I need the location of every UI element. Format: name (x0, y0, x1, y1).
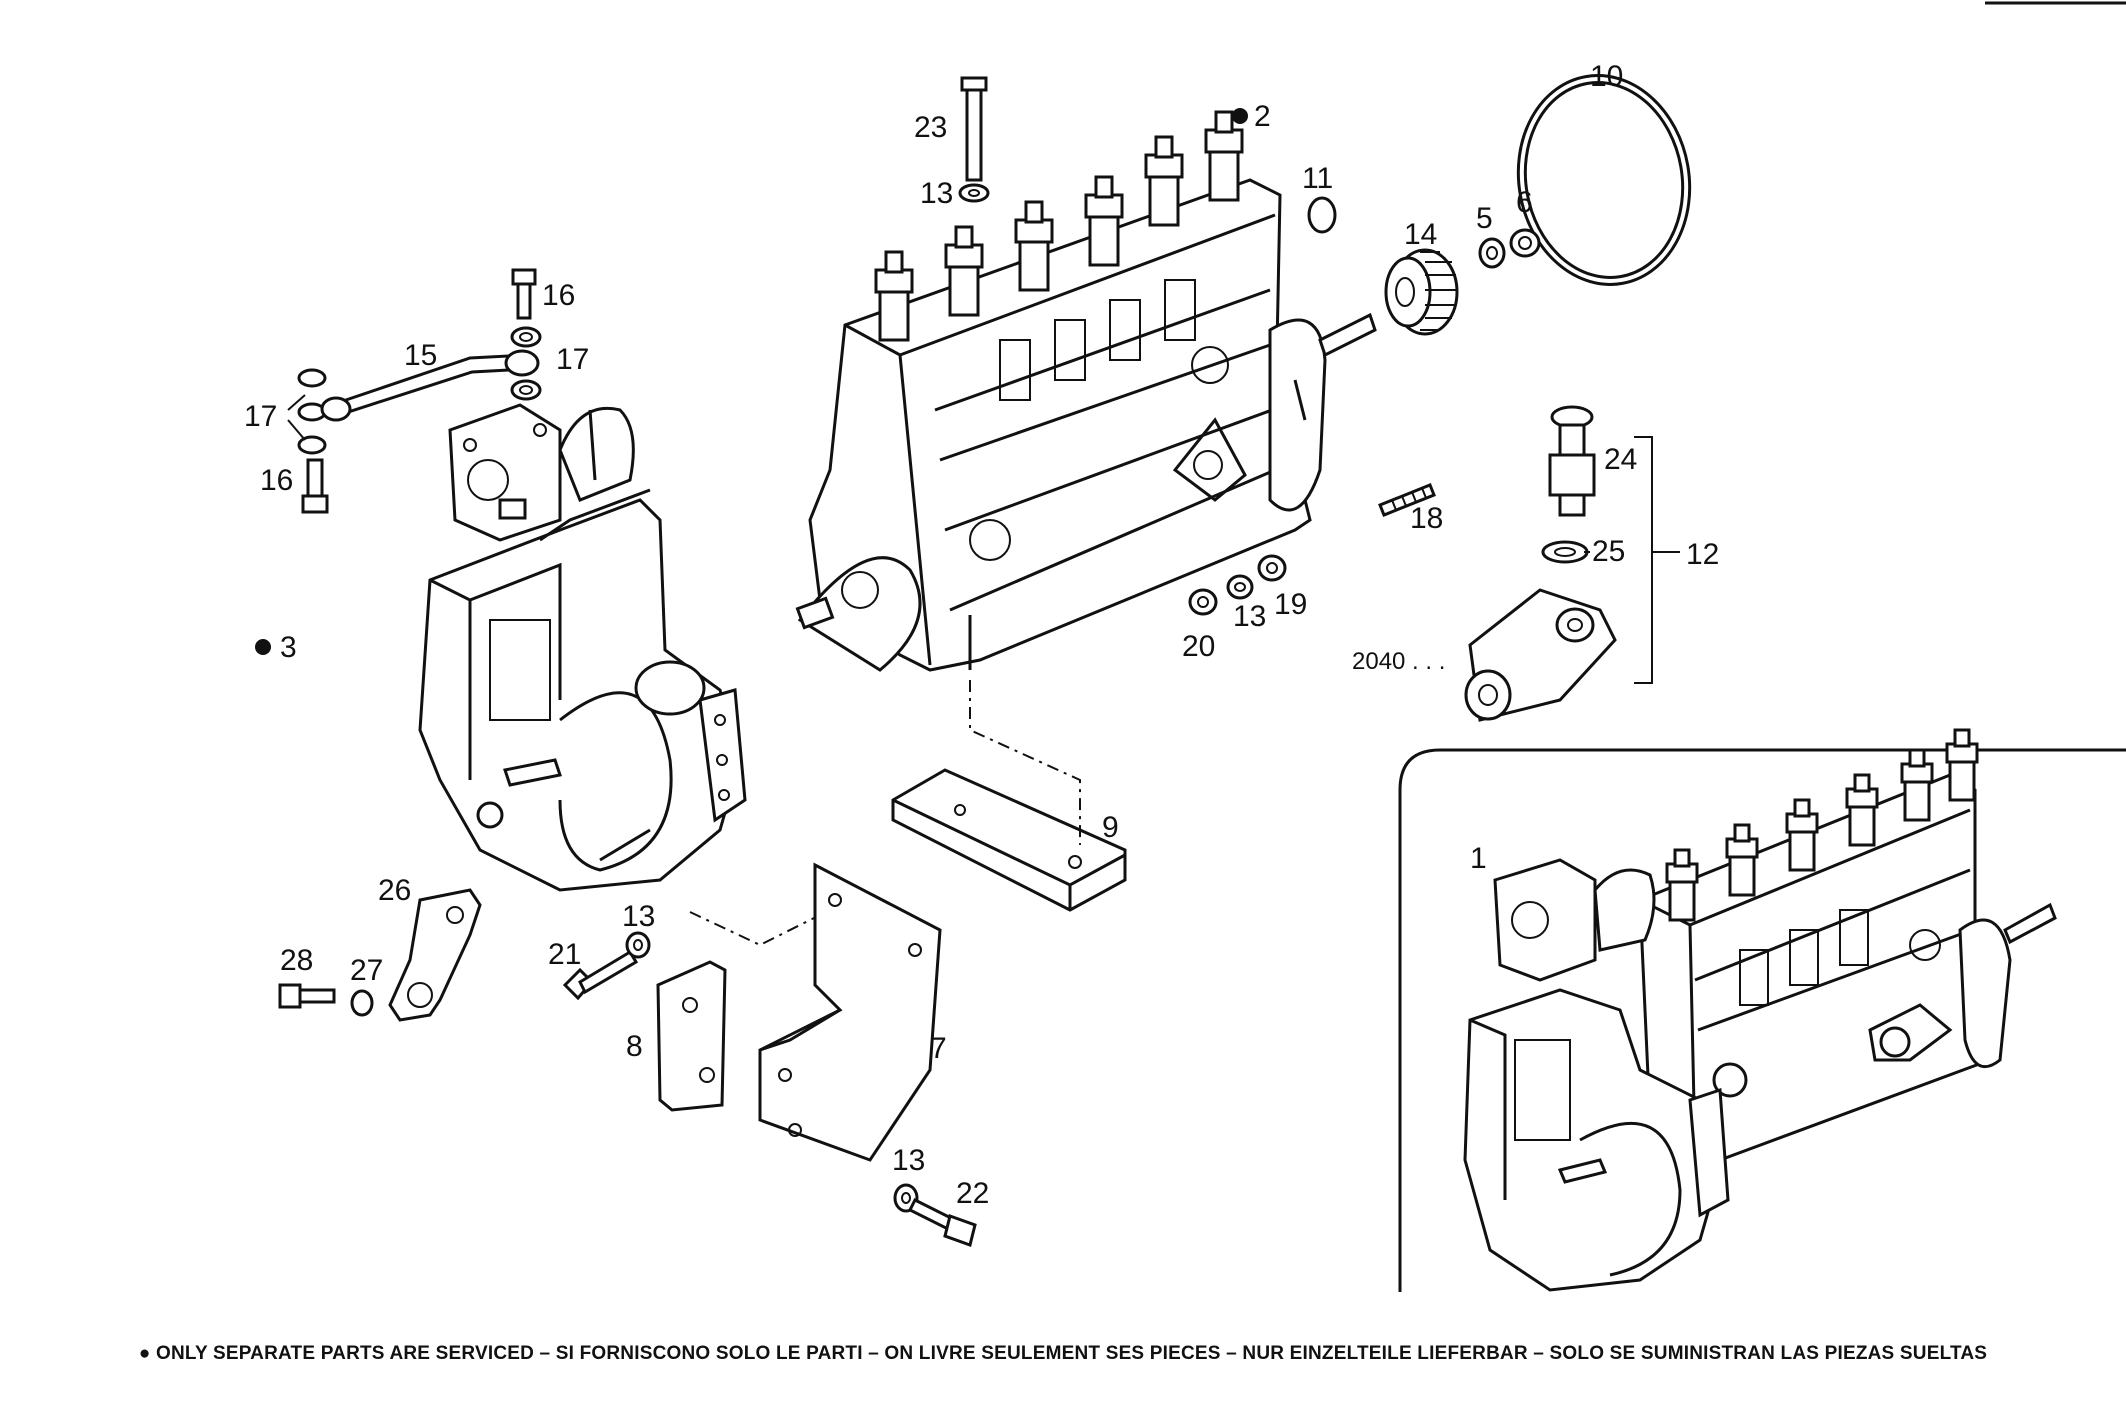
governor-housing (418, 403, 747, 892)
stud-18 (1378, 483, 1436, 517)
callout-13-left: 13 (622, 900, 655, 933)
bolt-23 (958, 76, 990, 203)
callout-11: 11 (1302, 162, 1333, 195)
callout-8: 8 (626, 1030, 643, 1063)
callout-13-top: 13 (920, 177, 953, 210)
callout-19: 19 (1274, 588, 1307, 621)
callout-1: 1 (1470, 842, 1487, 875)
drive-gear-14 (1384, 248, 1459, 336)
bolt-22 (893, 1183, 977, 1247)
callout-20: 20 (1182, 630, 1215, 663)
washer-27 (350, 989, 374, 1017)
callout-3: 3 (280, 631, 297, 664)
delivery-valve-holders (874, 110, 1244, 342)
serviced-marker-2 (1232, 108, 1248, 124)
callout-13-bottom: 13 (892, 1144, 925, 1177)
callout-25: 25 (1592, 535, 1625, 568)
callout-15: 15 (404, 339, 437, 372)
bolt-16-lower (301, 458, 329, 514)
seal-ring-11 (1307, 196, 1337, 234)
washer-25 (1541, 540, 1589, 564)
callout-leaders (287, 394, 1680, 553)
washer-17-left-a (297, 368, 327, 388)
callout-9: 9 (1102, 811, 1119, 844)
nut-20 (1188, 588, 1218, 616)
callout-22: 22 (956, 1177, 989, 1210)
callout-6: 6 (1516, 186, 1533, 219)
o-ring-10 (1516, 74, 1692, 286)
lever-26 (388, 888, 482, 1022)
washer-13-pump (1226, 574, 1254, 600)
callout-10: 10 (1590, 60, 1623, 93)
callout-2040: 2040 . . . (1352, 648, 1445, 675)
overflow-valve-24 (1548, 405, 1596, 517)
washer-17-upper (510, 326, 542, 348)
callout-7: 7 (930, 1032, 947, 1065)
support-bracket-9 (891, 768, 1127, 912)
serviced-marker-3 (255, 639, 271, 655)
washer-19 (1257, 554, 1287, 582)
callout-24: 24 (1604, 443, 1637, 476)
callout-16-top: 16 (542, 279, 575, 312)
callout-labels: 2 3 1 5 6 7 8 9 10 11 12 13 13 13 13 14 … (244, 60, 1719, 1210)
bolt-21 (562, 931, 651, 1001)
washer-17-lower (510, 379, 542, 401)
injection-pump-body (795, 178, 1377, 672)
banjo-union-2040 (1464, 588, 1617, 722)
callout-21: 21 (548, 938, 581, 971)
callout-17-right: 17 (556, 343, 589, 376)
callout-17-left: 17 (244, 400, 277, 433)
leader-bracket-9 (969, 680, 1081, 845)
assembled-pump-view (1463, 728, 2057, 1292)
callout-2: 2 (1254, 100, 1271, 133)
callout-14: 14 (1404, 218, 1437, 251)
support-plate-7 (758, 862, 942, 1162)
washer-6 (1509, 228, 1541, 258)
callout-18: 18 (1410, 502, 1443, 535)
serviceability-note: ● ONLY SEPARATE PARTS ARE SERVICED – SI … (138, 1343, 1988, 1364)
callout-13-mid: 13 (1233, 600, 1266, 633)
callout-23: 23 (914, 111, 947, 144)
nut-5 (1478, 237, 1506, 269)
bolt-28 (278, 983, 336, 1009)
spacer-plate-8 (656, 960, 727, 1112)
bracket-12 (1634, 436, 1653, 684)
assembly-view-frame (1398, 748, 2126, 1292)
callout-28: 28 (280, 944, 313, 977)
callout-26: 26 (378, 874, 411, 907)
callout-16-left: 16 (260, 464, 293, 497)
callout-5: 5 (1476, 202, 1493, 235)
callout-12: 12 (1686, 538, 1719, 571)
callout-27: 27 (350, 954, 383, 987)
bolt-16-upper (511, 268, 537, 320)
leader-bracket-7 (689, 911, 821, 947)
